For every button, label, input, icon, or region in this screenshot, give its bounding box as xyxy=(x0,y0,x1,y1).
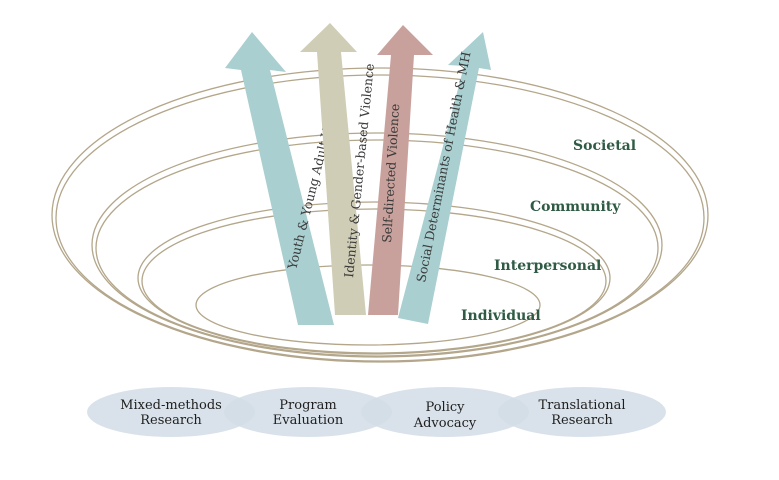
method-translational-line1: Translational xyxy=(538,398,625,413)
arrow-identity-violence-shape xyxy=(300,23,366,315)
arrow-social-determinants-shape xyxy=(398,32,491,324)
level-label-individual: Individual xyxy=(461,308,541,324)
ring-societal xyxy=(51,67,709,363)
level-labels: Societal Community Interpersonal Individ… xyxy=(461,138,636,324)
methods-row: Mixed-methods Research Program Evaluatio… xyxy=(87,387,666,437)
method-mixed-methods-line2: Research xyxy=(140,413,202,428)
method-mixed-methods-line1: Mixed-methods xyxy=(120,398,222,413)
ring-societal-inner xyxy=(55,74,705,362)
level-label-community: Community xyxy=(530,199,621,215)
method-ellipse-mixed-methods xyxy=(87,387,255,437)
arrow-self-directed-violence: Self-directed Violence xyxy=(368,25,433,315)
arrow-youth-violence-shape xyxy=(225,32,334,325)
arrow-self-directed-violence-shape xyxy=(368,25,433,315)
method-program-evaluation-line1: Program xyxy=(279,398,336,413)
level-label-interpersonal: Interpersonal xyxy=(494,258,601,274)
arrow-social-determinants-label: Social Determinants of Health & MH xyxy=(413,50,473,283)
level-label-societal: Societal xyxy=(573,138,636,154)
method-ellipse-policy-advocacy xyxy=(361,387,529,437)
method-policy-advocacy-line1: Policy xyxy=(426,400,466,415)
ring-community xyxy=(91,132,663,358)
ring-interpersonal-inner xyxy=(141,208,607,354)
ring-individual xyxy=(195,264,541,346)
rings xyxy=(51,67,709,363)
ring-community-inner xyxy=(95,139,659,357)
method-program-evaluation-line2: Evaluation xyxy=(273,413,344,428)
method-translational-line2: Research xyxy=(551,413,613,428)
ring-interpersonal xyxy=(137,201,611,355)
method-policy-advocacy-line2: Advocacy xyxy=(413,416,477,431)
method-ellipse-program-evaluation xyxy=(224,387,392,437)
method-ellipse-translational xyxy=(498,387,666,437)
